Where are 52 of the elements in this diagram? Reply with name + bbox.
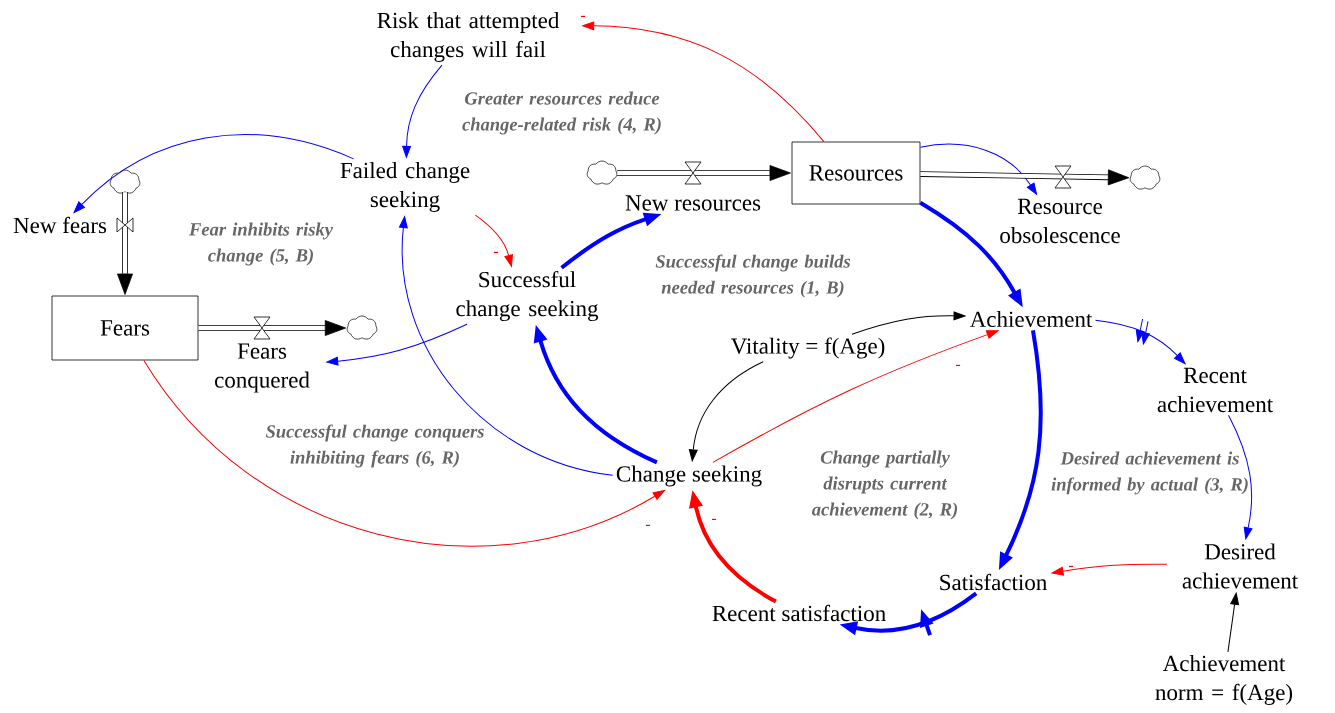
stock-box: Resources bbox=[791, 141, 921, 205]
stock-flow-pipe bbox=[920, 169, 1130, 186]
link-arrow bbox=[474, 214, 513, 267]
link-arrow bbox=[1227, 592, 1240, 653]
link-arrow bbox=[1228, 414, 1253, 540]
polarity-sign: - bbox=[955, 364, 961, 366]
link-arrow bbox=[851, 311, 966, 335]
variable-label: Recent achievement bbox=[1157, 367, 1273, 413]
link-arrow bbox=[73, 134, 355, 213]
polarity-sign: - bbox=[711, 518, 717, 520]
cloud-icon bbox=[109, 169, 141, 194]
cloud-icon bbox=[1129, 165, 1161, 190]
loop-label: Desired achievement is informed by actual (3, R) bbox=[1051, 451, 1248, 495]
variable-label: Desired achievement bbox=[1182, 543, 1298, 589]
loop-label: Successful change conquers inhibiting fears (6, R) bbox=[265, 424, 484, 468]
polarity-sign: - bbox=[493, 251, 499, 253]
variable-label: Achievement norm = f(Age) bbox=[1155, 655, 1293, 705]
loop-label: Fear inhibits risky change (5, B) bbox=[189, 222, 333, 266]
link-arrow bbox=[919, 143, 1038, 195]
link-arrow bbox=[582, 21, 825, 143]
stock-box: Fears bbox=[51, 295, 199, 361]
link-arrow bbox=[712, 330, 999, 463]
variable-label: Failed change seeking bbox=[340, 162, 470, 212]
loop-label: Change partially disrupts current achievement (2, R) bbox=[812, 450, 958, 520]
link-arrow bbox=[398, 216, 614, 476]
variable-label: New resources bbox=[625, 195, 761, 211]
link-arrow bbox=[143, 359, 665, 547]
variable-label: Achievement bbox=[969, 310, 1093, 328]
variable-label: Vitality = f(Age) bbox=[730, 337, 885, 359]
polarity-sign: - bbox=[580, 15, 586, 17]
stock-flow-pipe bbox=[198, 320, 347, 336]
loop-label: Successful change builds needed resources (1, B) bbox=[655, 254, 851, 298]
variable-label: Satisfaction bbox=[940, 573, 1047, 591]
link-arrow bbox=[326, 323, 468, 366]
variable-label: Change seeking bbox=[616, 465, 762, 487]
link-arrow bbox=[1051, 563, 1168, 576]
link-arrow bbox=[402, 64, 443, 158]
cloud-icon bbox=[346, 315, 378, 340]
variable-label: Risk that attempted changes will fail bbox=[377, 12, 560, 62]
link-arrow bbox=[1095, 318, 1186, 365]
variable-label: Recent satisfaction bbox=[712, 604, 886, 622]
polarity-sign: - bbox=[1068, 565, 1074, 567]
stock-flow-pipe bbox=[617, 165, 791, 181]
variable-label: New fears bbox=[13, 216, 107, 234]
variable-label: Fears conquered bbox=[215, 343, 310, 393]
link-arrow bbox=[688, 361, 764, 462]
loop-label: Greater resources reduce change-related risk (4, R) bbox=[462, 91, 661, 135]
variable-label: Resource obsolescence bbox=[1000, 198, 1120, 244]
stock-flow-pipe bbox=[117, 192, 133, 295]
cloud-icon bbox=[586, 160, 618, 185]
polarity-sign: - bbox=[645, 524, 651, 526]
variable-label: Successful change seeking bbox=[456, 270, 599, 322]
